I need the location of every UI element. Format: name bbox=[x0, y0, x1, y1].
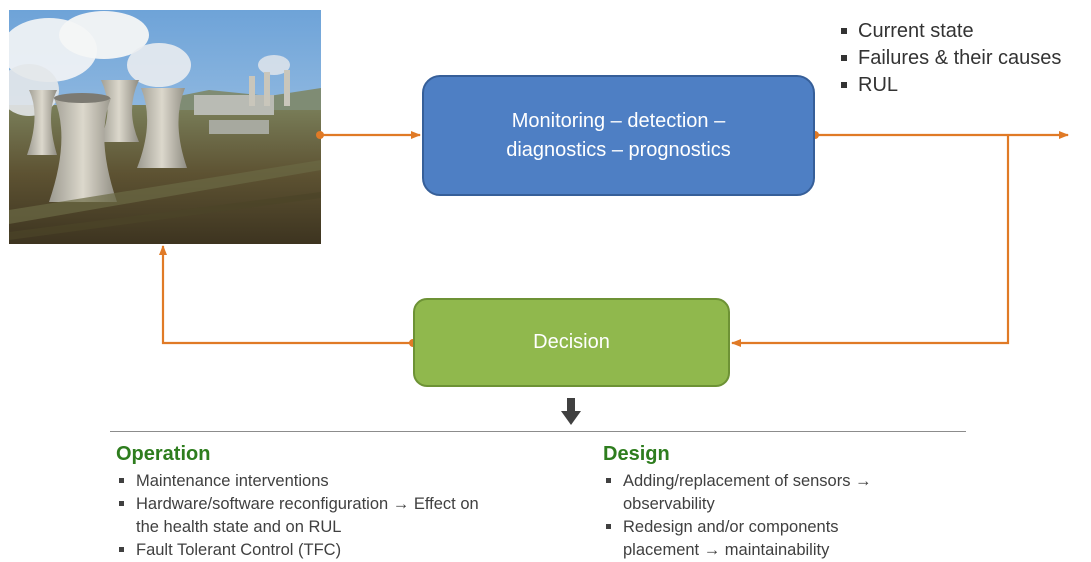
design-item: Redesign and/or components placement → m… bbox=[603, 516, 903, 562]
outputs-list: Current state Failures & their causes RU… bbox=[840, 18, 1061, 99]
down-arrow-icon bbox=[561, 398, 581, 425]
operation-list: Maintenance interventions Hardware/softw… bbox=[116, 470, 586, 562]
operation-item: Hardware/software reconfiguration → Effe… bbox=[116, 493, 491, 539]
operation-item: Fault Tolerant Control (TFC) bbox=[116, 539, 586, 562]
decision-box: Decision bbox=[413, 298, 730, 387]
output-item: Failures & their causes bbox=[840, 45, 1061, 72]
operation-title: Operation bbox=[116, 443, 211, 465]
power-plant-image bbox=[9, 10, 321, 244]
connector-dot bbox=[316, 131, 324, 139]
arrow-decision-to-plant bbox=[159, 245, 413, 345]
design-item: Adding/replacement of sensors → observab… bbox=[603, 470, 933, 516]
operation-item: Maintenance interventions bbox=[116, 470, 586, 493]
monitoring-label-line1: Monitoring – detection – bbox=[511, 109, 726, 132]
design-list: Adding/replacement of sensors → observab… bbox=[603, 470, 943, 562]
output-item: RUL bbox=[840, 72, 1061, 99]
design-title: Design bbox=[603, 443, 670, 465]
separator-line bbox=[110, 431, 966, 432]
monitoring-label-line2: diagnostics – prognostics bbox=[506, 138, 731, 161]
output-item: Current state bbox=[840, 18, 1061, 45]
monitoring-box: Monitoring – detection – diagnostics – p… bbox=[422, 75, 815, 196]
decision-label: Decision bbox=[533, 331, 610, 353]
arrow-feedback-to-decision bbox=[731, 135, 1010, 347]
